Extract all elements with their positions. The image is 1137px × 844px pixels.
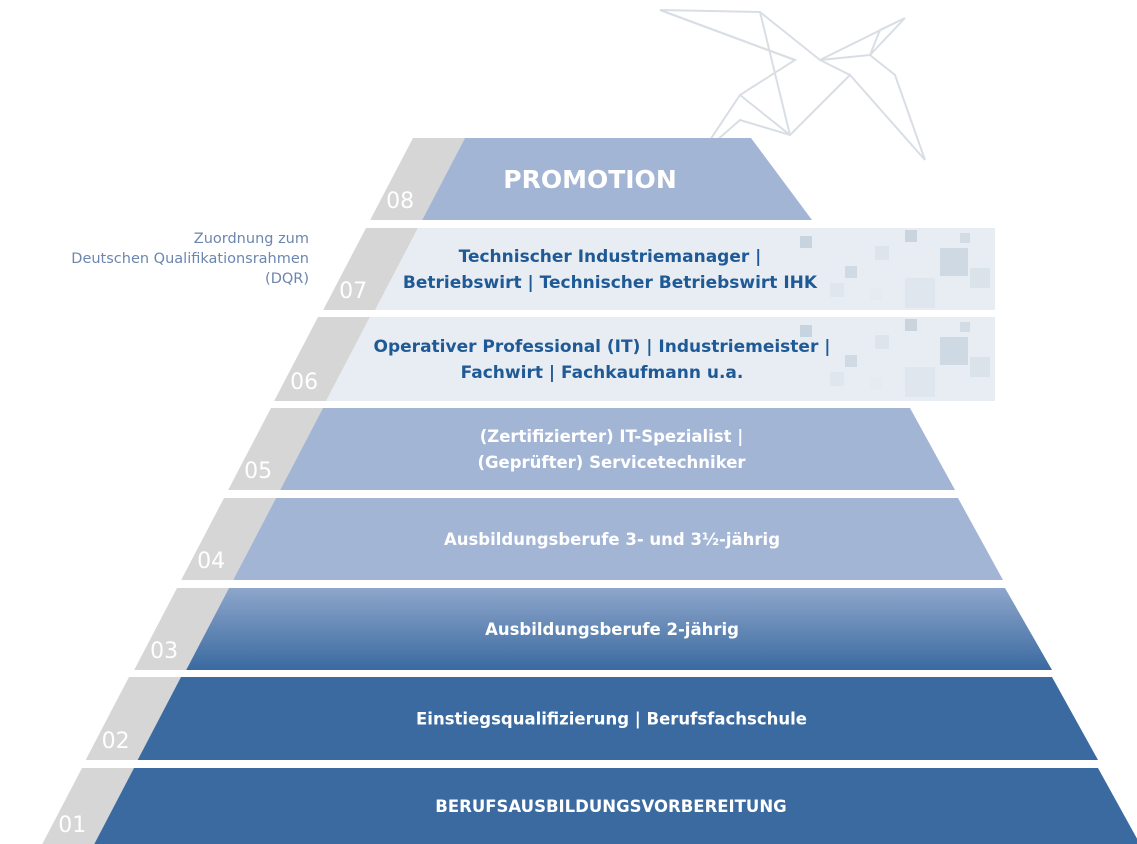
level-number: 07 (339, 279, 367, 304)
mosaic-square (940, 248, 968, 276)
mosaic-square (875, 246, 889, 260)
level-number: 02 (102, 729, 130, 754)
origami-bird-icon (659, 9, 926, 161)
dqr-label-line-2: Deutschen Qualifikationsrahmen (71, 251, 309, 267)
level-number: 01 (58, 813, 86, 838)
level-band (375, 228, 996, 310)
level-label-line: Einstiegsqualifizierung | Berufsfachschu… (416, 709, 807, 729)
level-07: 07 Technischer Industriemanager | Betriebs… (323, 228, 996, 310)
pixel-mosaic-decoration (800, 230, 990, 308)
level-band (137, 677, 1099, 760)
level-05: 05 (Zertifizierter) IT-Spezialist | (Geprü… (228, 408, 956, 490)
level-number-band (323, 228, 418, 310)
level-label-line: BERUFSAUSBILDUNGSVORBEREITUNG (435, 797, 786, 816)
level-02: 02 Einstiegsqualifizierung | Berufsfachsc… (85, 677, 1099, 760)
dqr-label-line-1: Zuordnung zum (193, 231, 309, 247)
mosaic-square (940, 337, 968, 365)
level-04: 04 Ausbildungsberufe 3- und 3½-jährig (181, 498, 1003, 580)
level-label-line: (Geprüfter) Servicetechniker (477, 453, 746, 472)
level-label-line: Betriebswirt | Technischer Betriebswirt … (403, 273, 818, 293)
level-number: 05 (244, 459, 272, 484)
level-label-line: Technischer Industriemanager | (459, 247, 762, 267)
level-number-band (134, 588, 229, 670)
level-number: 08 (386, 189, 414, 214)
mosaic-square (970, 357, 990, 377)
level-number-band (370, 138, 465, 220)
level-number: 03 (150, 639, 178, 664)
level-number-band (181, 498, 276, 580)
level-08: 08 PROMOTION (370, 138, 812, 220)
level-number-band (85, 677, 181, 760)
dqr-label-line-3: (DQR) (265, 271, 309, 287)
level-01: 01 BERUFSAUSBILDUNGSVORBEREITUNG (42, 768, 1137, 844)
mosaic-square (875, 335, 889, 349)
mosaic-square (830, 283, 844, 297)
level-band (326, 317, 996, 401)
level-label-line: Ausbildungsberufe 3- und 3½-jährig (444, 530, 780, 549)
level-label-line: Ausbildungsberufe 2-jährig (485, 620, 739, 639)
level-label-line: Fachwirt | Fachkaufmann u.a. (461, 363, 744, 383)
mosaic-square (845, 355, 857, 367)
mosaic-square (905, 230, 917, 242)
level-label-line: (Zertifizierter) IT-Spezialist | (480, 427, 744, 447)
level-label-line: Operativer Professional (IT) | Industrie… (374, 337, 831, 357)
level-band (280, 408, 956, 490)
level-band (233, 498, 1003, 580)
dqr-side-label: Zuordnung zum Deutschen Qualifikationsra… (9, 229, 309, 289)
mosaic-square (970, 268, 990, 288)
mosaic-square (830, 372, 844, 386)
mosaic-square (870, 377, 882, 389)
mosaic-square (960, 322, 970, 332)
level-number-band (42, 768, 134, 844)
mosaic-square (845, 266, 857, 278)
level-band (186, 588, 1052, 670)
mosaic-square (905, 367, 935, 397)
mosaic-square (960, 233, 970, 243)
level-band (94, 768, 1137, 844)
mosaic-square (800, 325, 812, 337)
level-number-band (274, 317, 370, 401)
level-06: 06 Operativer Professional (IT) | Industr… (274, 317, 996, 401)
level-03: 03 Ausbildungsberufe 2-jährig (134, 588, 1052, 670)
level-label-line: PROMOTION (503, 165, 677, 194)
level-number: 04 (197, 549, 225, 574)
mosaic-square (870, 288, 882, 300)
level-number-band (228, 408, 323, 490)
mosaic-square (905, 278, 935, 308)
pixel-mosaic-decoration (800, 319, 990, 397)
level-band (422, 138, 812, 220)
mosaic-square (800, 236, 812, 248)
level-number: 06 (290, 370, 318, 395)
mosaic-square (905, 319, 917, 331)
